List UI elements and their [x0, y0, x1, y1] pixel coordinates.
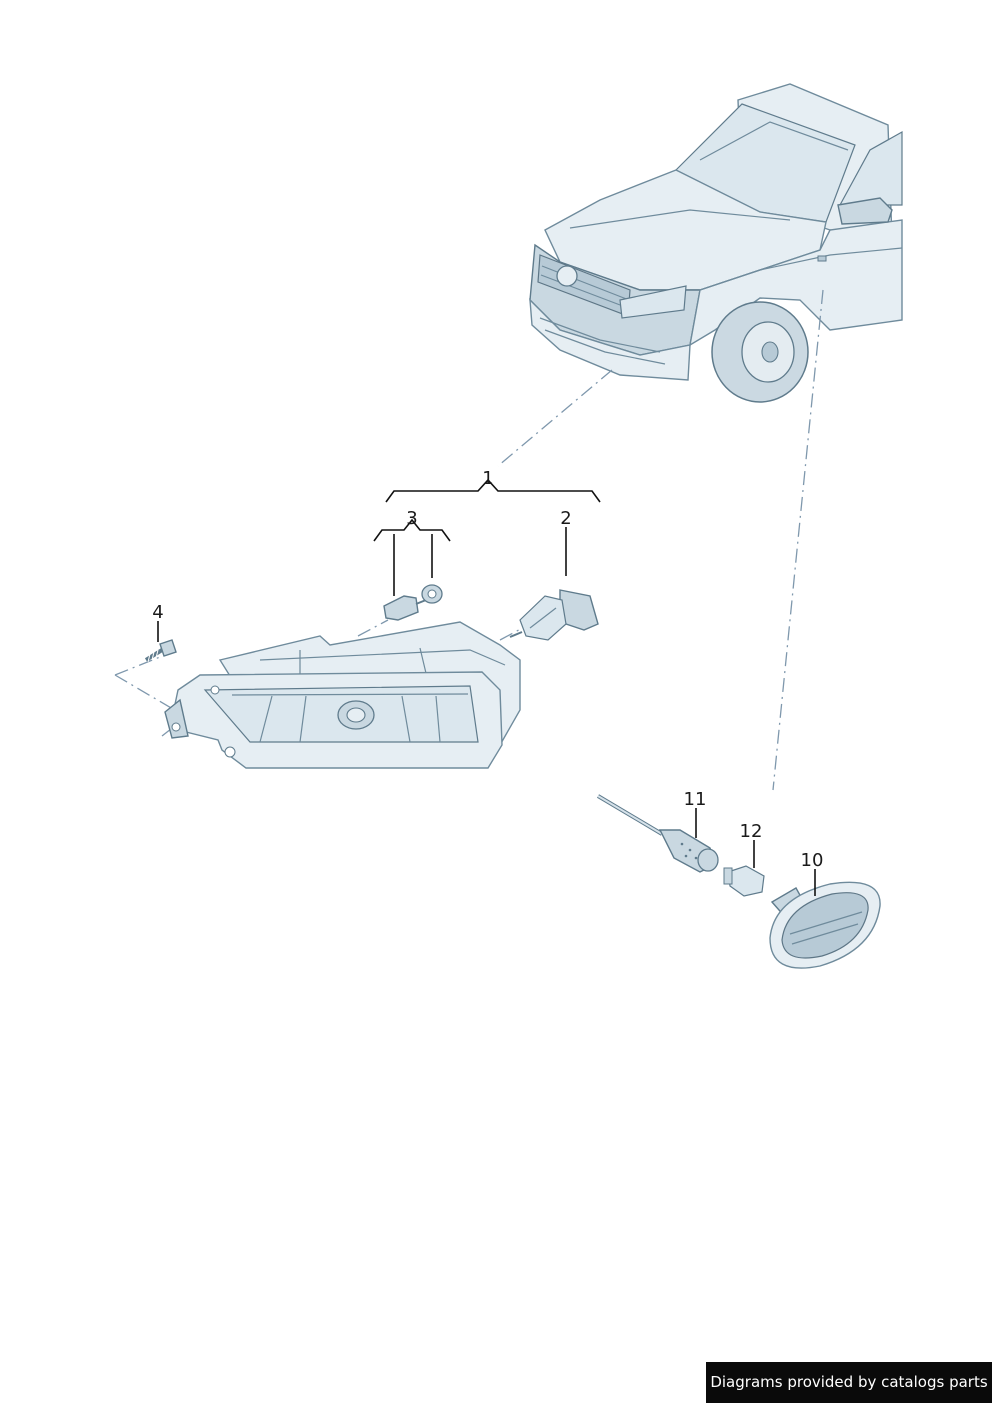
- part-label-10: 10: [801, 850, 824, 871]
- part-label-12: 12: [740, 821, 763, 842]
- callout-leaders: [157, 478, 816, 896]
- part-number-labels: 1 2 3 4 10 11 12: [152, 468, 823, 871]
- part-label-4: 4: [152, 602, 163, 623]
- fog-light-assembly: [164, 621, 521, 769]
- h11-bulb: [509, 589, 599, 641]
- catalog-credit-banner: Diagrams provided by catalogs parts: [706, 1362, 992, 1403]
- bulb-socket-with-wire: [596, 794, 719, 873]
- part-label-2: 2: [560, 508, 571, 529]
- part-label-1: 1: [482, 468, 493, 489]
- wedge-bulb: [723, 865, 765, 897]
- tapping-screw: [144, 639, 177, 663]
- vehicle-illustration: [529, 83, 903, 403]
- side-marker-lamp: [769, 881, 881, 969]
- part-label-11: 11: [684, 789, 707, 810]
- adjuster-screw-and-bushing: [383, 584, 443, 621]
- part-label-3: 3: [406, 508, 417, 529]
